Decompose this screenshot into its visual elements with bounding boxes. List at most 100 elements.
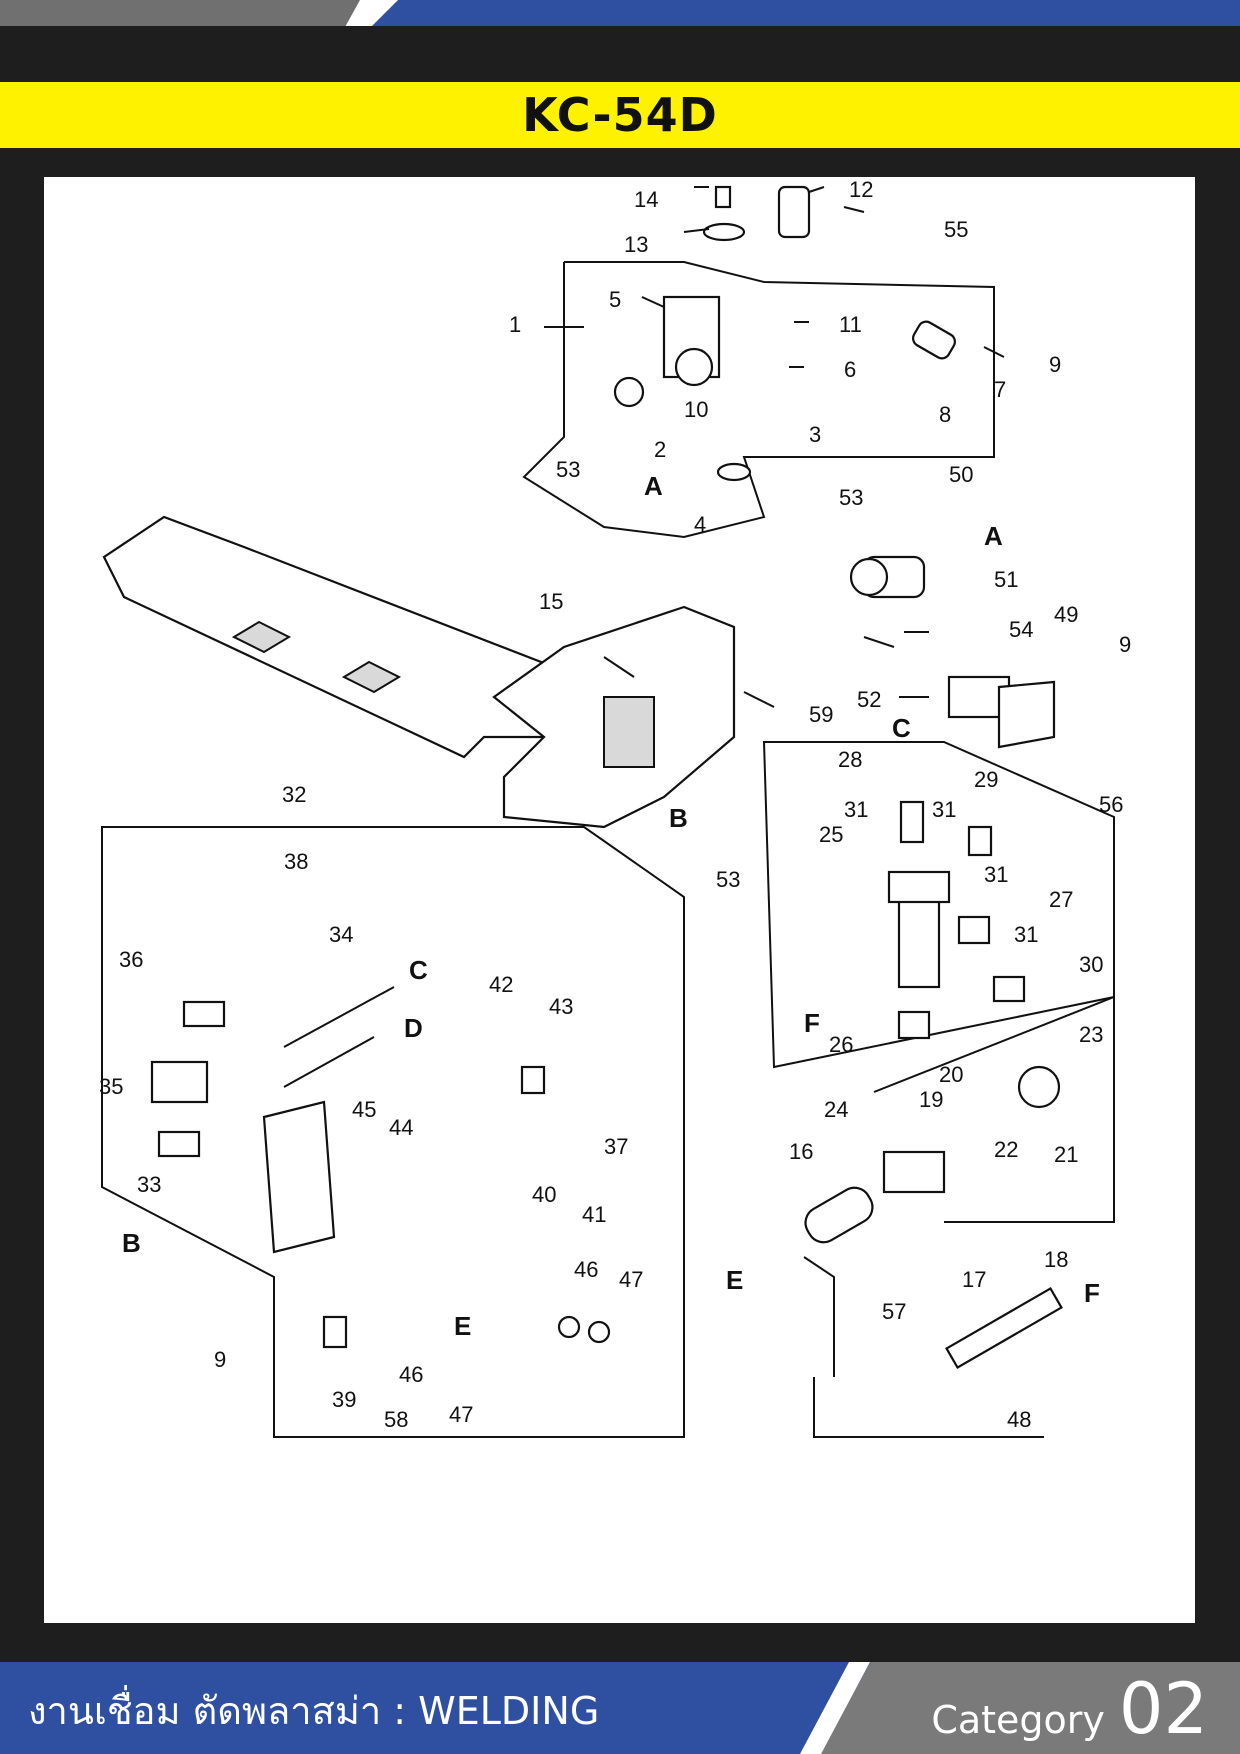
label-37: 37 — [604, 1134, 628, 1159]
diagram-svg: 14 12 13 55 5 1 11 9 6 7 8 10 2 3 53 53 … — [99, 177, 1131, 1438]
label-13: 13 — [624, 232, 648, 257]
label-9-left: 9 — [214, 1347, 226, 1372]
leader-lines — [544, 186, 1005, 708]
group-outline-18 — [873, 995, 1115, 1223]
label-29: 29 — [974, 767, 998, 792]
label-31-c: 31 — [984, 862, 1008, 887]
letter-f-1: F — [804, 1008, 820, 1038]
label-32: 32 — [282, 782, 306, 807]
category-label: Category — [931, 1698, 1105, 1742]
footer-blue-panel — [0, 1662, 880, 1754]
bracket-window — [603, 696, 655, 768]
label-55: 55 — [944, 217, 968, 242]
hose-48 — [945, 1286, 1063, 1370]
arm-slot-1 — [231, 620, 292, 654]
valve-block — [887, 870, 951, 904]
knob-29 — [967, 825, 993, 857]
label-1: 1 — [509, 312, 521, 337]
label-34: 34 — [329, 922, 353, 947]
letter-b-1: B — [669, 803, 688, 833]
label-49: 49 — [1054, 602, 1078, 627]
bolt-14 — [714, 185, 732, 209]
label-59: 59 — [809, 702, 833, 727]
letter-d: D — [404, 1013, 423, 1043]
label-46-b: 46 — [399, 1362, 423, 1387]
label-18: 18 — [1044, 1247, 1068, 1272]
label-44: 44 — [389, 1115, 413, 1140]
label-20: 20 — [939, 1062, 963, 1087]
page-title: KC-54D — [522, 88, 718, 142]
letter-e-1: E — [454, 1311, 471, 1341]
part-labels: 14 12 13 55 5 1 11 9 6 7 8 10 2 3 53 53 … — [99, 177, 1131, 1432]
nut-26 — [897, 1010, 931, 1040]
part-12 — [777, 185, 811, 239]
label-53-c: 53 — [716, 867, 740, 892]
tee-19 — [882, 1150, 946, 1194]
label-23: 23 — [1079, 1022, 1103, 1047]
label-43: 43 — [549, 994, 573, 1019]
reference-letters: A A B B C C D E E F F — [122, 471, 1100, 1341]
label-30: 30 — [1079, 952, 1103, 977]
top-blue-stripe — [372, 0, 1240, 26]
switch-35 — [150, 1060, 209, 1104]
label-50: 50 — [949, 462, 973, 487]
label-47-b: 47 — [449, 1402, 473, 1427]
label-53-a: 53 — [556, 457, 580, 482]
knob-21 — [1017, 1065, 1061, 1109]
category-badge: Category 02 — [931, 1668, 1208, 1750]
label-19: 19 — [919, 1087, 943, 1112]
label-35: 35 — [99, 1074, 123, 1099]
label-25: 25 — [819, 822, 843, 847]
label-42: 42 — [489, 972, 513, 997]
letter-b-2: B — [122, 1228, 141, 1258]
label-31-a: 31 — [844, 797, 868, 822]
label-45: 45 — [352, 1097, 376, 1122]
group-outline-1 — [522, 261, 995, 539]
label-33: 33 — [137, 1172, 161, 1197]
arm-slot-2 — [341, 660, 402, 694]
cap-47 — [587, 1320, 611, 1344]
rods-34-45 — [283, 986, 395, 1088]
label-36: 36 — [119, 947, 143, 972]
label-10: 10 — [684, 397, 708, 422]
label-53-b: 53 — [839, 485, 863, 510]
label-15: 15 — [539, 589, 563, 614]
label-21: 21 — [1054, 1142, 1078, 1167]
label-22: 22 — [994, 1137, 1018, 1162]
label-58: 58 — [384, 1407, 408, 1432]
letter-e-2: E — [726, 1265, 743, 1295]
cover-49 — [997, 680, 1056, 749]
dark-band — [0, 32, 1240, 82]
label-9-right: 9 — [1119, 632, 1131, 657]
title-bar: KC-54D — [0, 82, 1240, 148]
label-47-a: 47 — [619, 1267, 643, 1292]
knob-37 — [520, 1065, 546, 1095]
category-text: งานเชื่อม ตัดพลาสม่า : WELDING — [28, 1689, 600, 1733]
label-7: 7 — [994, 377, 1006, 402]
letter-c-2: C — [409, 955, 428, 985]
category-number: 02 — [1118, 1668, 1208, 1750]
ring-7 — [912, 320, 956, 360]
label-8: 8 — [939, 402, 951, 427]
label-16: 16 — [789, 1139, 813, 1164]
knob-30 — [992, 975, 1026, 1003]
label-28: 28 — [838, 747, 862, 772]
label-39: 39 — [332, 1387, 356, 1412]
top-decor-bar — [0, 0, 1240, 26]
exploded-parts-diagram: 14 12 13 55 5 1 11 9 6 7 8 10 2 3 53 53 … — [44, 177, 1195, 1623]
block-bore — [674, 347, 714, 387]
letter-a-2: A — [984, 521, 1003, 551]
plate-3 — [716, 462, 752, 482]
label-41: 41 — [582, 1202, 606, 1227]
footer-gray-panel — [820, 1662, 1240, 1754]
label-31-b: 31 — [932, 797, 956, 822]
label-3: 3 — [809, 422, 821, 447]
label-9-top: 9 — [1049, 352, 1061, 377]
sleeve-16 — [804, 1186, 874, 1244]
label-12: 12 — [849, 177, 873, 202]
label-46-a: 46 — [574, 1257, 598, 1282]
label-11: 11 — [839, 312, 862, 337]
label-2: 2 — [654, 437, 666, 462]
label-14: 14 — [634, 187, 658, 212]
washer-46 — [557, 1315, 581, 1339]
